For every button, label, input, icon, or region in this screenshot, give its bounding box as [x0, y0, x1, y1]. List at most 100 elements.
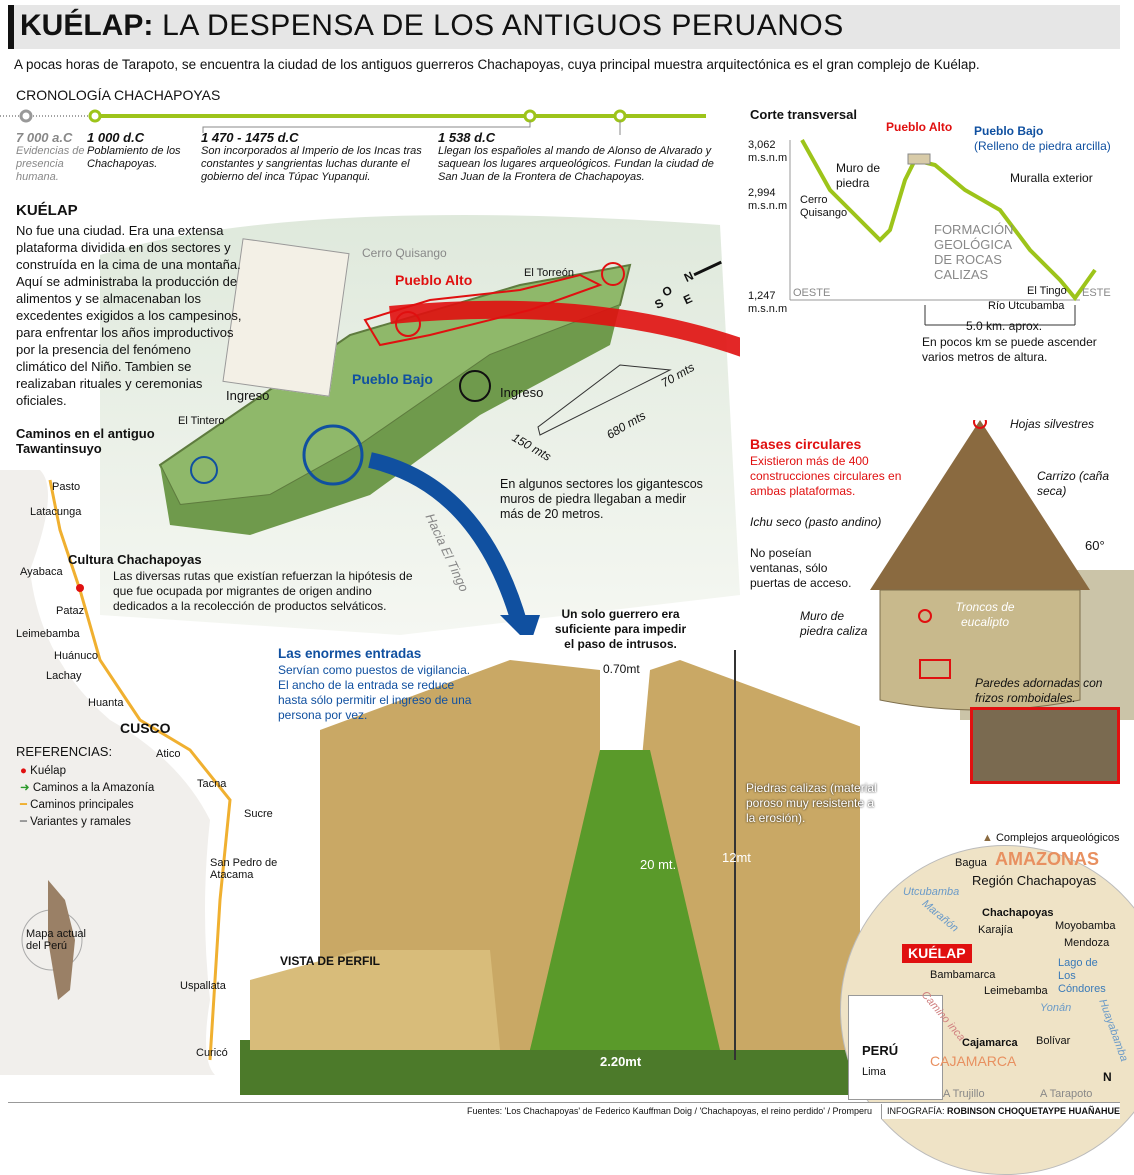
- title-bar: [8, 5, 1120, 49]
- ref-principales: ━ Caminos principales: [20, 799, 134, 811]
- title-bold: KUÉLAP:: [20, 9, 154, 42]
- label-lima: Lima: [862, 1066, 886, 1078]
- profile-muralla: Muralla exterior: [1010, 171, 1093, 185]
- label-cerro-quisango: Cerro Quisango: [362, 246, 447, 260]
- piedras-note: Piedras calizas (material poroso muy res…: [746, 781, 877, 825]
- footer-sources: Fuentes: 'Los Chachapoyas' de Federico K…: [467, 1106, 872, 1116]
- city-label: Lachay: [46, 670, 82, 682]
- label-moyobamba: Moyobamba: [1055, 920, 1116, 932]
- entrance-illustration: [240, 650, 860, 1095]
- subtitle: A pocas horas de Tarapoto, se encuentra …: [14, 57, 980, 72]
- label-chachapoyas: Chachapoyas: [982, 907, 1054, 919]
- label-tarapoto: A Tarapoto: [1040, 1088, 1093, 1100]
- mapa-label: Mapa actual del Perú: [26, 928, 86, 952]
- ref-amazonia: ➜ Caminos a la Amazonía: [20, 782, 155, 794]
- roads-heading: Caminos en el antiguo Tawantinsuyo: [16, 426, 155, 456]
- north-arrow-icon: N: [1103, 1070, 1112, 1084]
- label-muro-caliza: Muro de piedra caliza: [800, 609, 868, 638]
- label-karajia: Karajía: [978, 924, 1013, 936]
- timeline-title: CRONOLOGÍA CHACHAPOYAS: [16, 87, 221, 103]
- profile-pueblo-alto: Pueblo Alto: [886, 120, 953, 134]
- label-troncos: Troncos de eucalipto: [955, 600, 1015, 629]
- label-bambamarca: Bambamarca: [930, 969, 996, 981]
- city-label: San Pedro de Atacama: [210, 857, 278, 881]
- profile-chart: [789, 139, 1097, 326]
- label-lago: Lago de Los Cóndores: [1058, 957, 1106, 995]
- ref-kuelap: ● Kuélap: [20, 765, 66, 777]
- label-ichu: Ichu seco (pasto andino): [750, 515, 882, 529]
- cultura-heading: Cultura Chachapoyas: [68, 552, 202, 567]
- profile-dist: 5.0 km. aprox.: [966, 319, 1043, 333]
- label-bolivar: Bolívar: [1036, 1035, 1071, 1047]
- label-ventanas: No poseían ventanas, sólo puertas de acc…: [750, 546, 852, 590]
- timeline-bar: [0, 109, 706, 135]
- entrance-heading: Las enormes entradas: [278, 646, 422, 661]
- city-label: Latacunga: [30, 506, 82, 518]
- city-label: Ayabaca: [20, 566, 63, 578]
- label-ingreso: Ingreso: [500, 385, 544, 400]
- city-label: Atico: [156, 748, 181, 760]
- label-amazonas: AMAZONAS: [995, 849, 1099, 869]
- label-leimebamba: Leimebamba: [984, 985, 1048, 997]
- peru-inset: [848, 995, 943, 1100]
- label-pueblo-alto: Pueblo Alto: [395, 272, 473, 288]
- label-mendoza: Mendoza: [1064, 937, 1110, 949]
- ref-title: REFERENCIAS:: [16, 744, 113, 759]
- label-carrizo: Carrizo (caña seca): [1037, 469, 1110, 498]
- label-kuelap: KUÉLAP: [902, 944, 972, 963]
- walls-note: En algunos sectores los gigantescos muro…: [500, 477, 703, 521]
- entrance-text: Servían como puestos de vigilancia. El a…: [278, 663, 472, 722]
- profile-muro: Muro de piedra: [836, 161, 881, 190]
- label-cajamarca-city: Cajamarca: [962, 1037, 1018, 1049]
- ref-list: ● Kuélap ➜ Caminos a la Amazonía ━ Camin…: [20, 763, 154, 831]
- profile-cerro: Cerro Quisango: [800, 194, 848, 219]
- label-region: Región Chachapoyas: [972, 873, 1097, 888]
- width-bottom: 2.20mt: [600, 1054, 642, 1069]
- profile-formacion: FORMACIÓN GEOLÓGICA DE ROCAS CALIZAS: [934, 222, 1014, 282]
- city-label: Uspallata: [180, 980, 226, 992]
- label-cajamarca: CAJAMARCA: [930, 1053, 1017, 1069]
- frieze-photo: [970, 707, 1120, 784]
- south-america-map: [0, 470, 232, 1075]
- profile-rio: Río Utcubamba: [988, 300, 1065, 312]
- title-rest: LA DESPENSA DE LOS ANTIGUOS PERUANOS: [153, 9, 844, 42]
- city-label: Huánuco: [54, 650, 99, 662]
- city-label: Pasto: [52, 481, 81, 493]
- hut-text: Existieron más de 400 construcciones cir…: [750, 454, 902, 498]
- height-12: 12mt: [722, 850, 751, 865]
- ref-variantes: ━ Variantes y ramales: [20, 816, 131, 828]
- profile-este: ESTE: [1082, 287, 1111, 299]
- footer: [8, 1102, 1120, 1119]
- city-label: Pataz: [56, 605, 85, 617]
- label-tintero: El Tintero: [178, 415, 225, 427]
- label-ingreso: Ingreso: [226, 388, 270, 403]
- city-label: Leimebamba: [16, 628, 80, 640]
- profile-oeste: OESTE: [793, 287, 831, 299]
- perfil-label: VISTA DE PERFIL: [280, 954, 381, 968]
- height-20: 20 mt.: [640, 857, 677, 872]
- footer-credit: INFOGRAFÍA: ROBINSON CHOQUETAYPE HUAÑAHU…: [880, 1104, 1120, 1119]
- kuelap-text: No fue una ciudad. Era una extensa plata…: [16, 223, 242, 408]
- profile-tingo: El Tingo: [1027, 285, 1067, 297]
- label-hojas: Hojas silvestres: [1010, 417, 1095, 431]
- page-title: KUÉLAP: LA DESPENSA DE LOS ANTIGUOS PERU…: [20, 9, 844, 43]
- profile-title: Corte transversal: [750, 107, 857, 122]
- label-pueblo-bajo: Pueblo Bajo: [352, 371, 433, 387]
- label-angle: 60°: [1085, 538, 1105, 553]
- city-label: Sucre: [244, 808, 273, 820]
- label-yonan: Yonán: [1040, 1002, 1072, 1014]
- label-utcubamba: Utcubamba: [903, 886, 960, 898]
- hut-heading: Bases circulares: [750, 436, 862, 452]
- label-trujillo: A Trujillo: [943, 1088, 985, 1100]
- city-label: Huanta: [88, 697, 124, 709]
- guerrero-note: Un solo guerrero era suficiente para imp…: [554, 607, 687, 651]
- city-label: CUSCO: [120, 720, 171, 736]
- label-peru: PERÚ: [862, 1043, 899, 1058]
- city-label: Tacna: [197, 778, 227, 790]
